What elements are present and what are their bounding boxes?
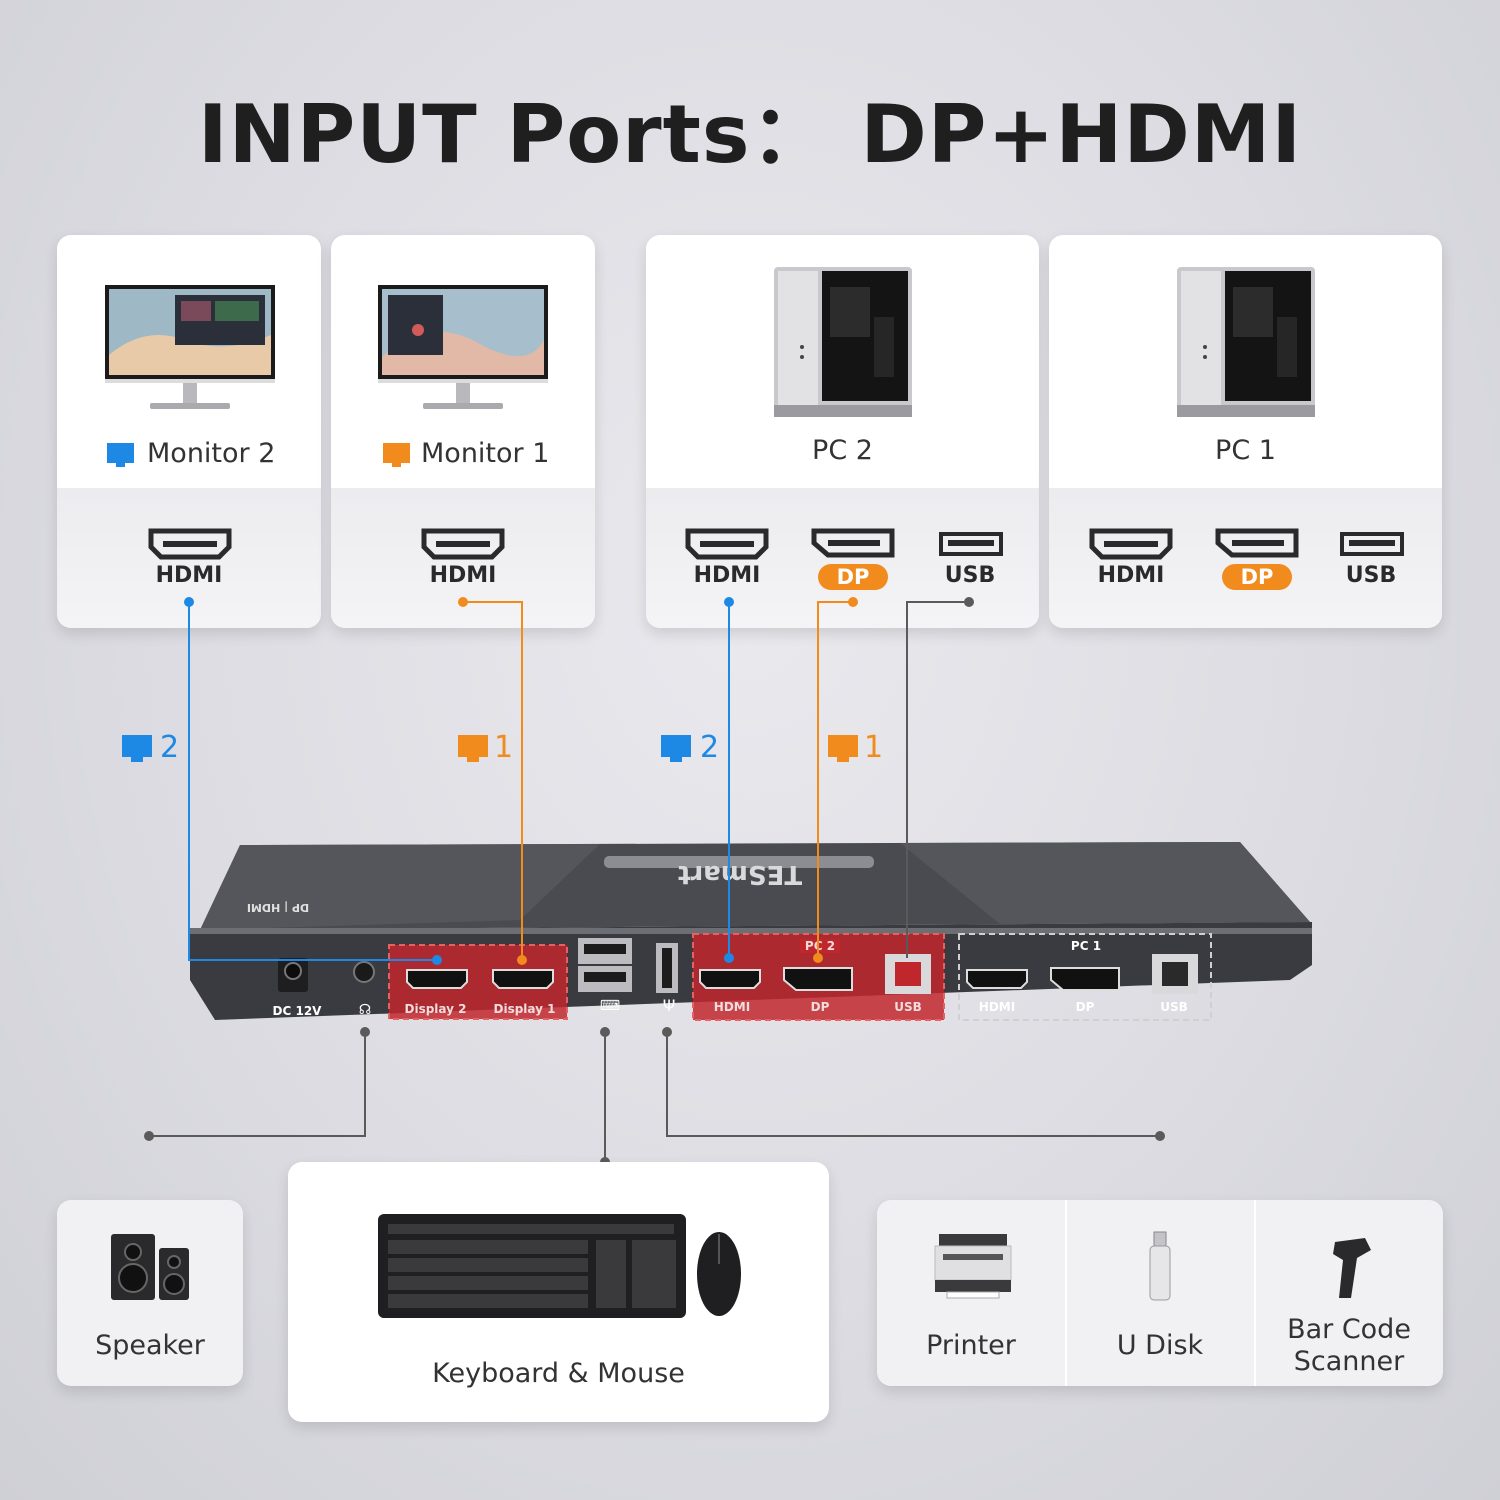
printer-icon bbox=[934, 1234, 1012, 1299]
pc-1-dp-label: DP bbox=[1222, 564, 1292, 590]
speaker-label: Speaker bbox=[95, 1330, 205, 1361]
pc-1-label: PC 1 bbox=[1215, 435, 1276, 466]
device-pc-2-dp-label: DP bbox=[810, 1000, 830, 1014]
displayport-icon bbox=[1215, 528, 1299, 558]
monitor-2-port-label: HDMI bbox=[155, 563, 223, 588]
hdmi-port-icon bbox=[421, 528, 505, 560]
usb-port-icon bbox=[939, 532, 1003, 556]
usb-peripherals-card: Printer U Disk Bar Code Scanner bbox=[877, 1200, 1443, 1386]
barcode-scanner-icon bbox=[1333, 1238, 1371, 1298]
pc-1-usb-label: USB bbox=[1345, 563, 1397, 588]
pc-2-label: PC 2 bbox=[812, 435, 873, 466]
pc-1-hdmi-label: HDMI bbox=[1097, 563, 1165, 588]
keyboard-icon bbox=[378, 1214, 686, 1318]
hdmi-port-icon bbox=[685, 528, 769, 560]
pc-2-dp-label: DP bbox=[818, 564, 888, 590]
monitor-1-port-label: HDMI bbox=[429, 563, 497, 588]
scanner-label-line-2: Scanner bbox=[1293, 1346, 1405, 1377]
dc-12v-label: DC 12V bbox=[272, 1004, 322, 1018]
monitor-2-card: Monitor 2 HDMI bbox=[57, 235, 321, 628]
printer-label: Printer bbox=[926, 1330, 1016, 1361]
device-pc-1-dp-label: DP bbox=[1075, 1000, 1095, 1014]
keyboard-mouse-card: Keyboard & Mouse bbox=[288, 1162, 829, 1422]
pc-case-icon bbox=[1177, 267, 1315, 417]
left-blue-tag: 2 bbox=[160, 730, 180, 765]
speaker-icon bbox=[111, 1234, 189, 1300]
kvm-switch-device: TESmart DP | HDMI bbox=[190, 842, 1312, 1021]
device-pc-1-usb-label: USB bbox=[1160, 1000, 1188, 1014]
displayport-icon bbox=[811, 528, 895, 558]
usb-symbol-icon: Ψ bbox=[662, 996, 676, 1015]
blue-monitor-icon bbox=[122, 735, 152, 757]
blue-monitor-icon bbox=[661, 735, 691, 757]
usb-port-icon bbox=[1340, 532, 1404, 556]
hdmi-port-icon bbox=[1089, 528, 1173, 560]
orange-monitor-icon bbox=[458, 735, 488, 757]
pc-2-card: PC 2 HDMI DP USB bbox=[646, 235, 1039, 628]
monitor-2-image-icon bbox=[105, 285, 275, 409]
display-2-label: Display 2 bbox=[404, 1002, 467, 1016]
usb-drive-icon bbox=[1149, 1231, 1171, 1301]
monitor-1-card: Monitor 1 HDMI bbox=[331, 235, 595, 628]
page-title: INPUT Ports： DP+HDMI bbox=[197, 88, 1303, 181]
right-blue-tag: 2 bbox=[700, 730, 720, 765]
brand-logo: TESmart bbox=[678, 859, 802, 889]
device-pc-2-usb-label: USB bbox=[894, 1000, 922, 1014]
pc-1-inputs-zone bbox=[958, 933, 1212, 1021]
hdmi-port-icon bbox=[148, 528, 232, 560]
left-orange-tag: 1 bbox=[494, 730, 514, 765]
scanner-label-line-1: Bar Code bbox=[1287, 1314, 1411, 1345]
keyboard-mouse-icon: ⌨ bbox=[599, 998, 621, 1014]
speaker-card: Speaker bbox=[57, 1200, 243, 1386]
pc-2-group-label: PC 2 bbox=[800, 939, 840, 953]
orange-monitor-icon bbox=[828, 735, 858, 757]
headphone-icon: ☊ bbox=[358, 1002, 372, 1018]
u-disk-label: U Disk bbox=[1116, 1330, 1204, 1361]
device-pc-1-hdmi-label: HDMI bbox=[978, 1000, 1016, 1014]
monitor-1-image-icon bbox=[378, 285, 548, 409]
pc-case-icon bbox=[774, 267, 912, 417]
side-label: DP | HDMI bbox=[247, 901, 309, 914]
pc-1-group-label: PC 1 bbox=[1066, 939, 1106, 953]
monitor-1-label: Monitor 1 bbox=[421, 438, 550, 469]
keyboard-mouse-label: Keyboard & Mouse bbox=[432, 1358, 685, 1389]
blue-monitor-icon bbox=[107, 443, 134, 463]
monitor-2-label: Monitor 2 bbox=[147, 438, 276, 469]
pc-2-usb-label: USB bbox=[944, 563, 996, 588]
right-orange-tag: 1 bbox=[864, 730, 884, 765]
pc-1-card: PC 1 HDMI DP USB bbox=[1049, 235, 1442, 628]
pc-2-hdmi-label: HDMI bbox=[693, 563, 761, 588]
device-pc-2-hdmi-label: HDMI bbox=[713, 1000, 751, 1014]
mouse-icon bbox=[697, 1232, 741, 1316]
display-1-label: Display 1 bbox=[493, 1002, 556, 1016]
orange-monitor-icon bbox=[383, 443, 410, 463]
